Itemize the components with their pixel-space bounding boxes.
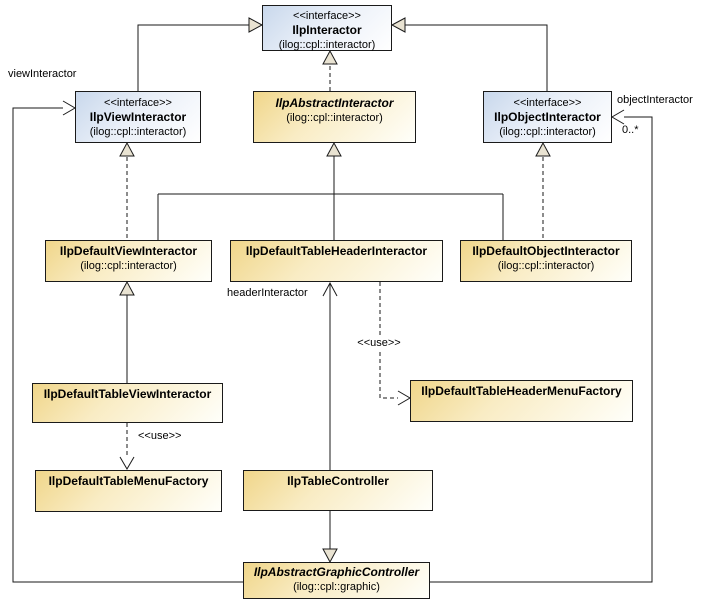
edge-defaultviewinteractor-realization (119, 141, 135, 240)
class-box-ilp-default-table-header-interactor[interactable]: IlpDefaultTableHeaderInteractor (230, 240, 443, 282)
edge-tablecontroller-generalization (322, 511, 338, 564)
class-name: IlpDefaultTableViewInteractor (43, 387, 212, 401)
edge-headerinteractor-association (322, 281, 338, 470)
class-box-ilp-interactor[interactable]: <<interface>> IlpInteractor (ilog::cpl::… (262, 5, 392, 51)
edge-use-tablemenufactory (119, 423, 135, 470)
class-box-ilp-view-interactor[interactable]: <<interface>> IlpViewInteractor (ilog::c… (75, 91, 201, 143)
class-name: IlpInteractor (292, 23, 362, 37)
edge-label-use-view: <<use>> (138, 430, 182, 442)
edge-viewinteractor-generalization (137, 17, 264, 91)
edge-label-object-multiplicity: 0..* (622, 124, 639, 136)
edge-label-use-header: <<use>> (352, 337, 406, 349)
package-label: (ilog::cpl::graphic) (293, 581, 380, 593)
package-label: (ilog::cpl::interactor) (278, 39, 376, 51)
package-label: (ilog::cpl::interactor) (499, 126, 596, 138)
class-name: IlpObjectInteractor (494, 110, 601, 124)
class-name: IlpDefaultTableHeaderInteractor (245, 244, 428, 258)
edge-abstractinteractor-realization (322, 49, 338, 91)
edge-objectinteractor-association (430, 109, 653, 583)
stereotype-label: <<interface>> (104, 97, 172, 109)
class-box-ilp-default-table-header-menu-factory[interactable]: IlpDefaultTableHeaderMenuFactory (410, 380, 633, 422)
class-box-ilp-default-table-menu-factory[interactable]: IlpDefaultTableMenuFactory (35, 470, 222, 512)
edge-objectinteractor-generalization (390, 17, 548, 91)
class-box-ilp-abstract-graphic-controller[interactable]: IlpAbstractGraphicController (ilog::cpl:… (243, 562, 430, 599)
package-label: (ilog::cpl::interactor) (286, 112, 383, 124)
package-label: (ilog::cpl::interactor) (497, 260, 595, 272)
stereotype-label: <<interface>> (513, 97, 582, 109)
class-box-ilp-default-view-interactor[interactable]: IlpDefaultViewInteractor (ilog::cpl::int… (45, 240, 212, 282)
edge-label-view-interactor: viewInteractor (8, 68, 77, 80)
edge-tableviewinteractor-generalization (119, 280, 135, 383)
class-box-ilp-table-controller[interactable]: IlpTableController (243, 470, 433, 511)
package-label: (ilog::cpl::interactor) (80, 260, 177, 272)
class-box-ilp-object-interactor[interactable]: <<interface>> IlpObjectInteractor (ilog:… (483, 91, 612, 143)
edge-defaultobjectinteractor-realization (535, 141, 551, 240)
edge-defaultclasses-generalization-trunk (157, 141, 504, 240)
class-name: IlpDefaultTableHeaderMenuFactory (421, 384, 622, 398)
class-name: IlpDefaultObjectInteractor (472, 244, 620, 258)
class-name: IlpDefaultViewInteractor (59, 244, 198, 258)
class-name: IlpViewInteractor (89, 110, 187, 124)
class-name: IlpTableController (287, 474, 389, 488)
class-box-ilp-abstract-interactor[interactable]: IlpAbstractInteractor (ilog::cpl::intera… (253, 91, 416, 143)
class-box-ilp-default-object-interactor[interactable]: IlpDefaultObjectInteractor (ilog::cpl::i… (460, 240, 632, 282)
class-name: IlpAbstractGraphicController (253, 565, 420, 579)
class-box-ilp-default-table-view-interactor[interactable]: IlpDefaultTableViewInteractor (32, 383, 223, 423)
class-name: IlpAbstractInteractor (275, 96, 394, 110)
package-label: (ilog::cpl::interactor) (89, 126, 187, 138)
class-name: IlpDefaultTableMenuFactory (48, 474, 209, 488)
edge-label-object-interactor: objectInteractor (617, 94, 693, 106)
stereotype-label: <<interface>> (293, 10, 361, 22)
edge-label-header-interactor: headerInteractor (227, 287, 308, 299)
